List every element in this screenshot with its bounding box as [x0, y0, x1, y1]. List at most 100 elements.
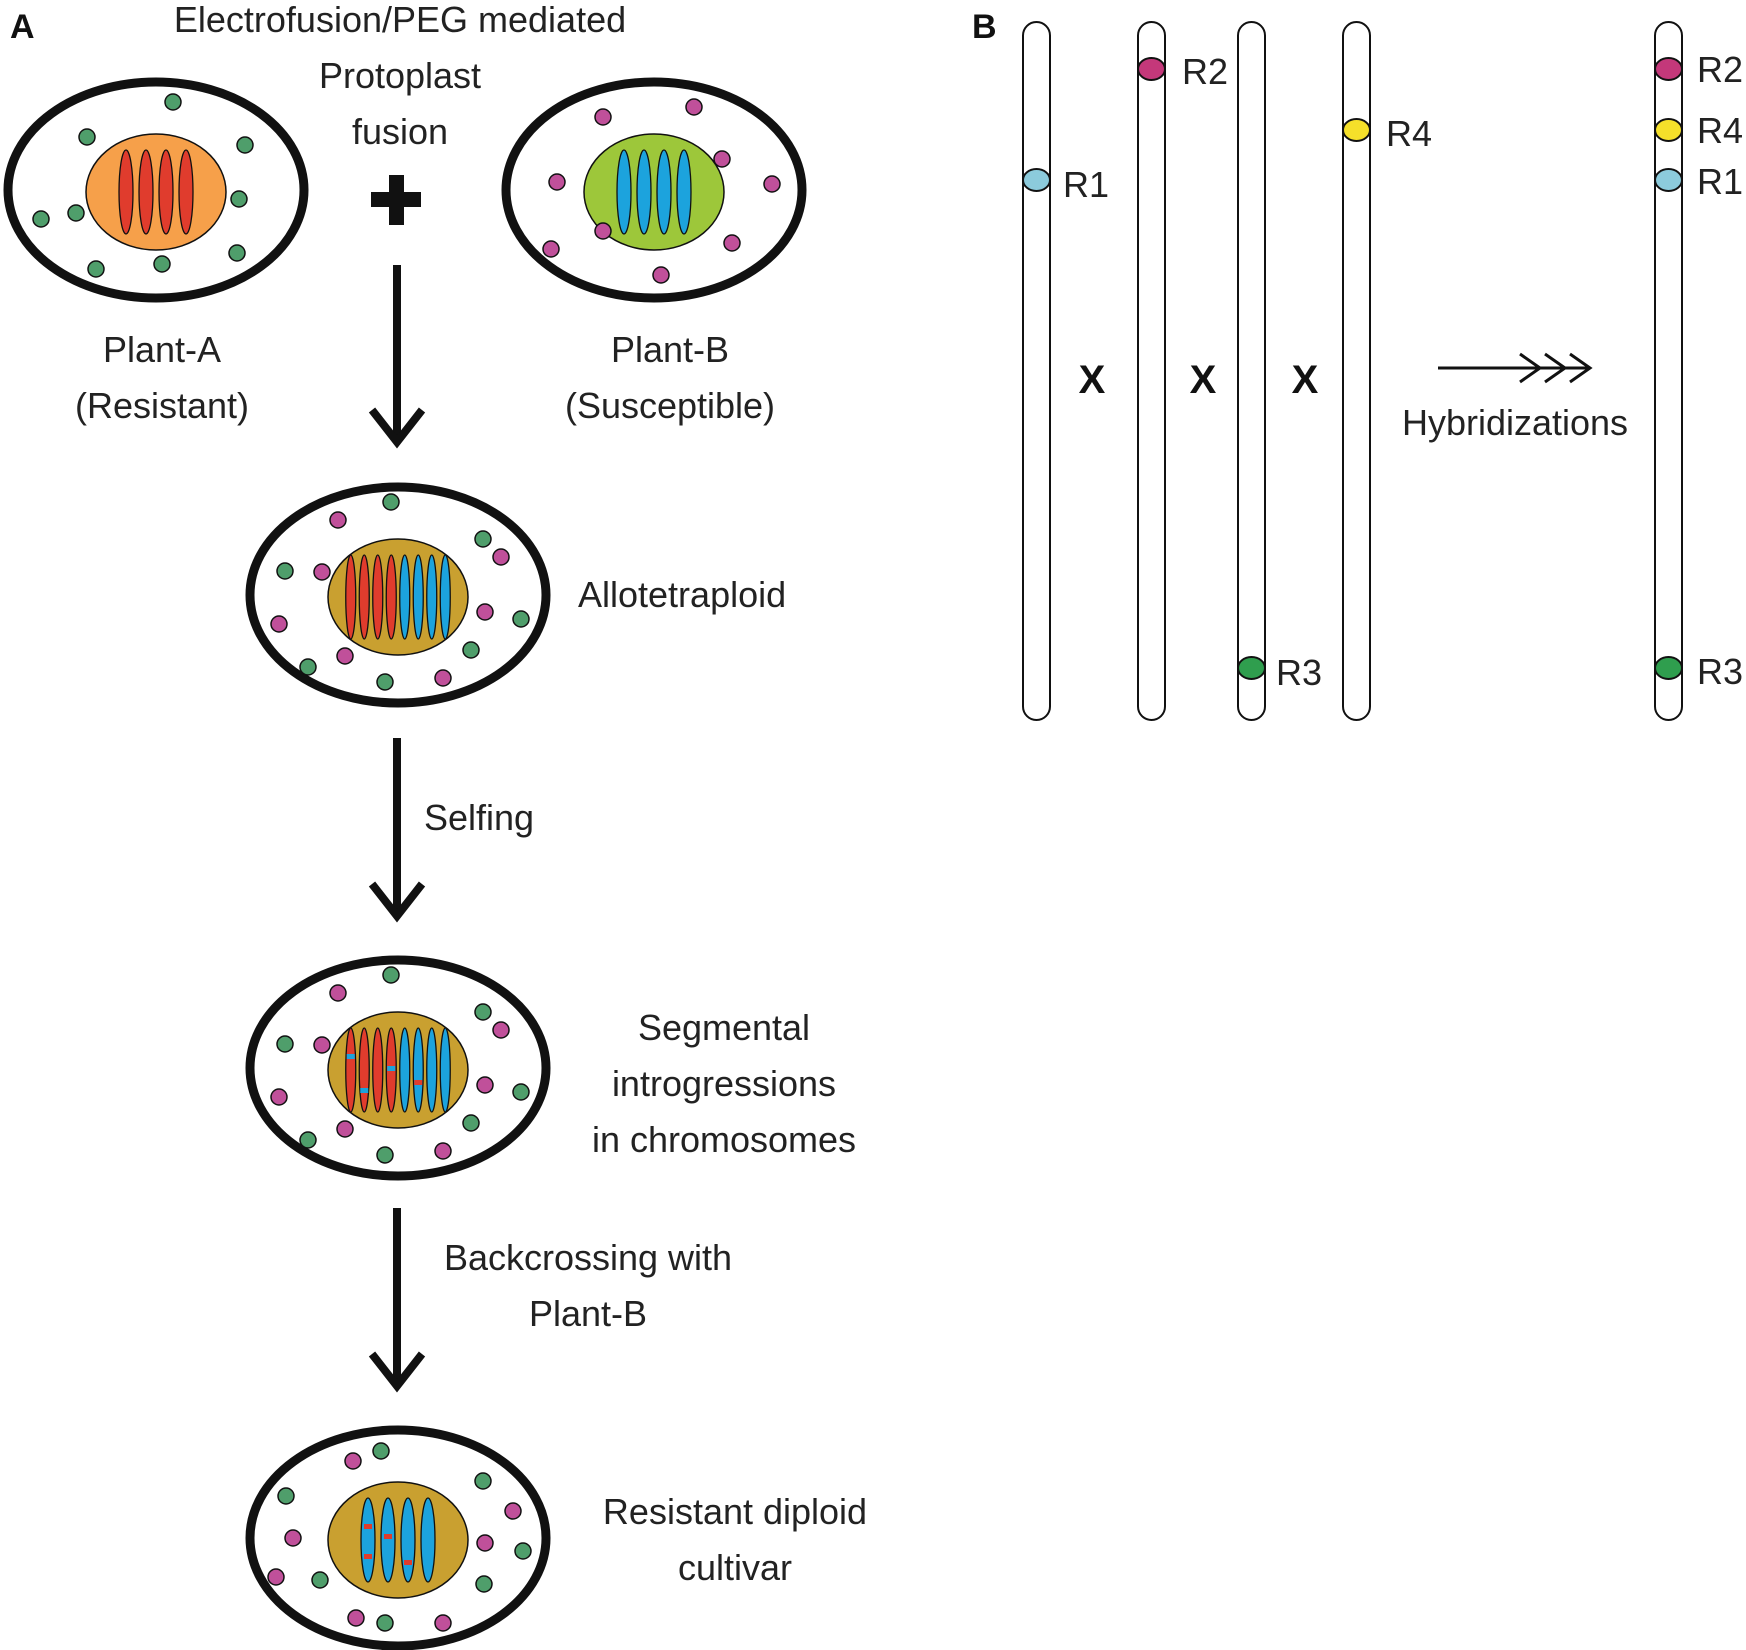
chromosome: [656, 149, 672, 235]
plastid-green: [164, 93, 182, 111]
plastid-magenta: [504, 1502, 522, 1520]
plastid-green: [311, 1571, 329, 1589]
chromosome: [399, 1027, 411, 1113]
plastid-green: [277, 1487, 295, 1505]
plastid-green: [299, 1131, 317, 1149]
chromosome-bar: [1137, 21, 1166, 721]
plastid-magenta: [270, 1088, 288, 1106]
segmental-label-line2: introgressions: [612, 1063, 836, 1104]
marker-r1: [1022, 168, 1051, 192]
chromosome: [426, 1027, 438, 1113]
plastid-magenta: [434, 1614, 452, 1632]
plastid-magenta: [713, 150, 731, 168]
chromosome-bar: [1237, 21, 1266, 721]
marker-r4-label: R4: [1386, 113, 1432, 154]
introgression-segment: [360, 1088, 369, 1093]
plant-b-status: (Susceptible): [565, 385, 775, 426]
selfing-arrow: [368, 738, 426, 923]
plastid-magenta: [476, 1076, 494, 1094]
final-label-line1: Resistant diploid: [603, 1491, 867, 1532]
plastid-magenta: [329, 511, 347, 529]
chromosome: [439, 1027, 451, 1113]
nucleus: [85, 133, 227, 251]
result-marker-r2: [1654, 57, 1683, 81]
result-chromosome-bar: [1654, 21, 1683, 721]
result-marker-label: R1: [1697, 161, 1743, 202]
plastid-magenta: [763, 175, 781, 193]
introgression-segment: [364, 1554, 372, 1559]
plastid-magenta: [548, 173, 566, 191]
plastid-magenta: [492, 1021, 510, 1039]
plastid-magenta: [594, 222, 612, 240]
plastid-magenta: [313, 1036, 331, 1054]
allotetraploid-label: Allotetraploid: [578, 574, 786, 615]
chromosome: [676, 149, 692, 235]
chromosome: [420, 1497, 436, 1583]
plastid-magenta: [284, 1529, 302, 1547]
chromosome: [360, 1497, 376, 1583]
plastid-magenta: [723, 234, 741, 252]
introgression-segment: [404, 1560, 412, 1565]
chromosome: [345, 554, 357, 640]
plastid-green: [474, 1472, 492, 1490]
plastid-green: [32, 210, 50, 228]
plastid-green: [474, 530, 492, 548]
marker-r2-label: R2: [1182, 51, 1228, 92]
plastid-green: [512, 1083, 530, 1101]
introgression-segment: [364, 1524, 372, 1529]
plastid-green: [67, 204, 85, 222]
marker-r3: [1237, 656, 1266, 680]
chromosome: [636, 149, 652, 235]
chromosome: [372, 554, 384, 640]
chromosome: [158, 149, 174, 235]
segmental-label-line1: Segmental: [638, 1007, 810, 1048]
plastid-green: [299, 658, 317, 676]
hybridizations-label: Hybridizations: [1402, 402, 1628, 443]
fusion-arrow: [368, 265, 426, 449]
chromosome: [439, 554, 451, 640]
backcross-arrow: [368, 1208, 426, 1393]
introgression-segment: [414, 1080, 423, 1085]
panel-a-label: A: [10, 8, 35, 46]
plastid-green: [276, 1035, 294, 1053]
result-marker-label: R4: [1697, 110, 1743, 151]
plastid-magenta: [542, 240, 560, 258]
result-marker-r4: [1654, 118, 1683, 142]
plastid-green: [228, 244, 246, 262]
backcross-label-line1: Backcrossing with: [444, 1237, 732, 1278]
chromosome: [426, 554, 438, 640]
chromosome: [372, 1027, 384, 1113]
plastid-magenta: [434, 1142, 452, 1160]
plastid-green: [78, 128, 96, 146]
hybridization-arrow: [1438, 352, 1593, 384]
chromosome: [385, 554, 397, 640]
plastid-green: [376, 1146, 394, 1164]
chromosome: [118, 149, 134, 235]
chromosome-bar: [1342, 21, 1371, 721]
plastid-green: [514, 1542, 532, 1560]
chromosome: [358, 1027, 370, 1113]
panel-b-label: B: [972, 8, 997, 46]
segmental-introgression-cell: [245, 955, 551, 1181]
plastid-magenta: [492, 548, 510, 566]
chromosome: [178, 149, 194, 235]
plastid-magenta: [347, 1609, 365, 1627]
backcross-label-line2: Plant-B: [529, 1293, 647, 1334]
plant-a-label: Plant-A: [103, 329, 221, 370]
method-label-line3: fusion: [352, 111, 448, 152]
marker-r4: [1342, 118, 1371, 142]
method-label-line2: Protoplast: [319, 55, 481, 96]
nucleus: [327, 1481, 469, 1599]
introgression-segment: [384, 1534, 392, 1539]
plastid-magenta: [270, 615, 288, 633]
plastid-green: [376, 673, 394, 691]
cross-symbol: X: [1292, 358, 1319, 402]
selfing-label: Selfing: [424, 797, 534, 838]
plastid-green: [474, 1003, 492, 1021]
cross-symbol: X: [1190, 358, 1217, 402]
plant-a-status: (Resistant): [75, 385, 249, 426]
plastid-magenta: [685, 98, 703, 116]
plastid-green: [276, 562, 294, 580]
plastid-magenta: [336, 647, 354, 665]
